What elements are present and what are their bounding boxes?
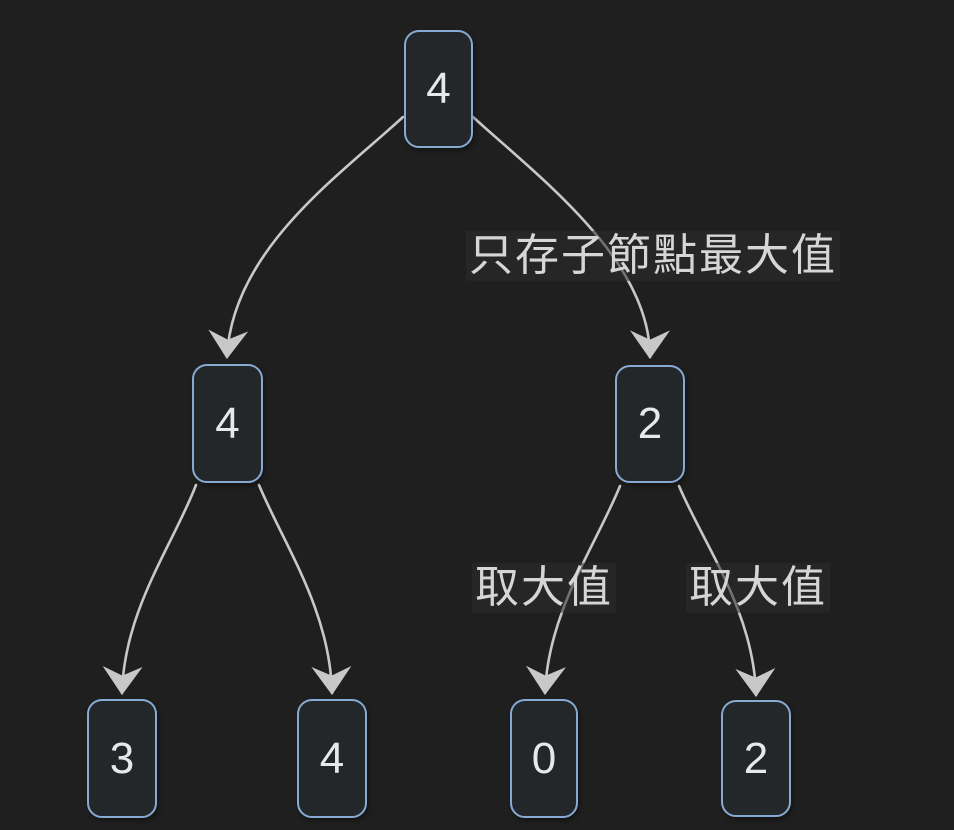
tree-node-leaf-4: 2 xyxy=(721,700,791,817)
node-value: 4 xyxy=(215,398,240,448)
tree-node-mid-left: 4 xyxy=(192,364,263,483)
edge-root-to-mid-left xyxy=(208,115,405,359)
tree-node-leaf-1: 3 xyxy=(87,699,157,818)
node-value: 0 xyxy=(531,733,557,783)
node-value: 3 xyxy=(109,733,135,783)
node-value: 4 xyxy=(319,733,345,783)
edge-label-store-max-of-children: 只存子節點最大值 xyxy=(466,230,840,282)
edge-root-to-mid-right xyxy=(471,115,670,359)
tree-node-leaf-3: 0 xyxy=(510,699,578,818)
tree-node-mid-right: 2 xyxy=(615,365,685,483)
tree-node-root: 4 xyxy=(404,30,473,148)
edge-label-take-max-left: 取大值 xyxy=(472,562,616,614)
node-value: 4 xyxy=(426,64,451,113)
node-value: 2 xyxy=(637,399,663,448)
tree-node-leaf-2: 4 xyxy=(297,699,367,818)
edge-label-take-max-right: 取大值 xyxy=(686,562,830,614)
edge-mid-left-to-leaf-1 xyxy=(102,483,198,695)
node-value: 2 xyxy=(743,733,769,783)
edge-mid-left-to-leaf-2 xyxy=(257,483,352,695)
